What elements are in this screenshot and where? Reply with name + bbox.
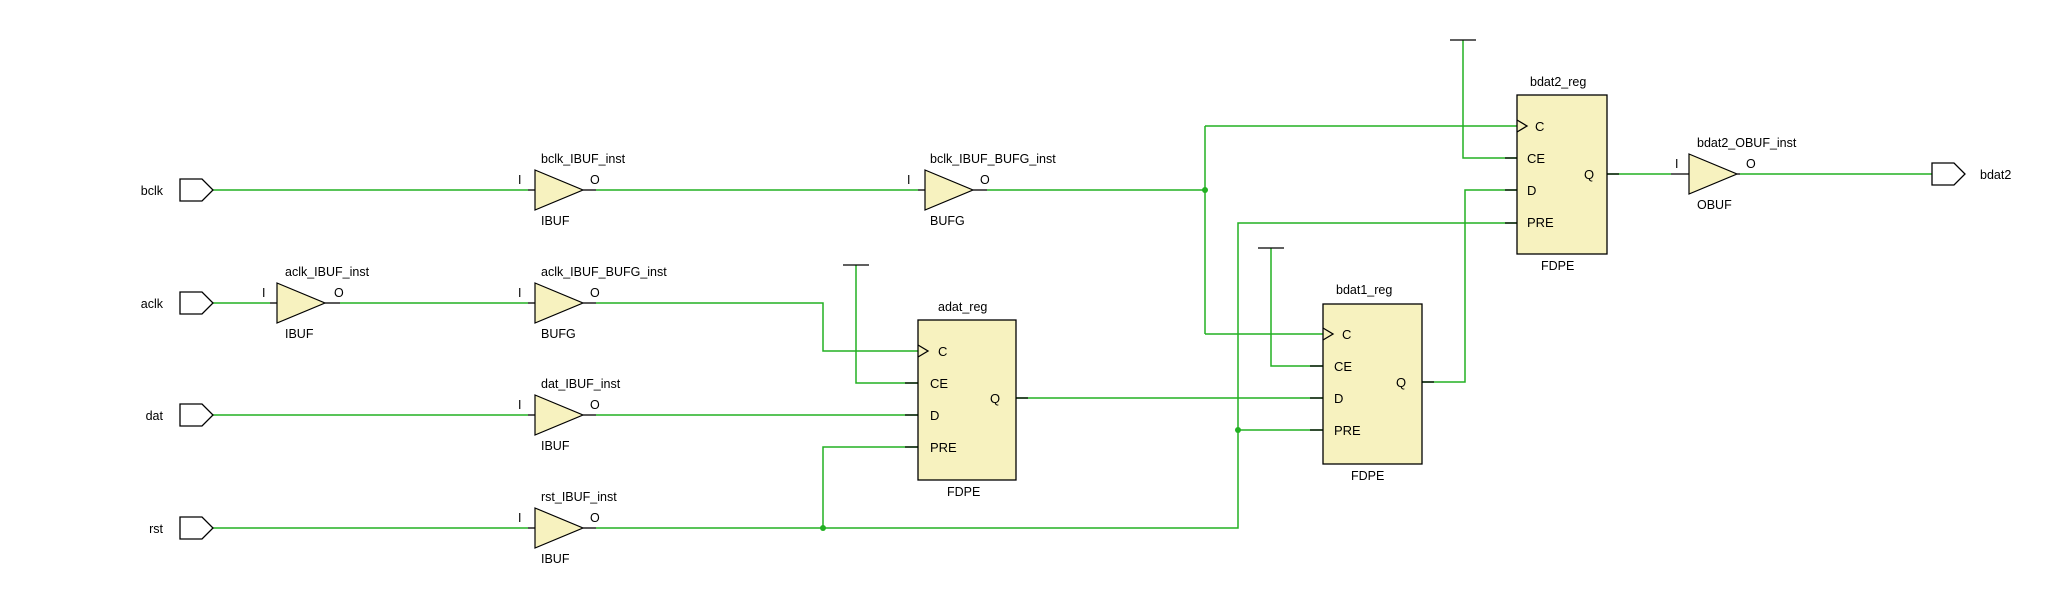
register-pin-d: D xyxy=(930,408,939,423)
register-pin-ce: CE xyxy=(930,376,948,391)
register-instance-label: bdat1_reg xyxy=(1336,283,1392,297)
buffer-instance-label: rst_IBUF_inst xyxy=(541,490,617,504)
buffer-rst-ibuf[interactable]: rst_IBUF_inst I O IBUF xyxy=(518,490,617,566)
register-instance-label: adat_reg xyxy=(938,300,987,314)
register-instance-label: bdat2_reg xyxy=(1530,75,1586,89)
buffer-instance-label: dat_IBUF_inst xyxy=(541,377,621,391)
buffer-instance-label: bdat2_OBUF_inst xyxy=(1697,136,1797,150)
register-body xyxy=(917,319,1017,481)
register-pin-d: D xyxy=(1334,391,1343,406)
buffer-pin-in-label: I xyxy=(1675,157,1678,171)
buffer-bdat2-obuf[interactable]: bdat2_OBUF_inst I O OBUF xyxy=(1671,136,1797,212)
buffer-aclk-ibuf[interactable]: aclk_IBUF_inst I O IBUF xyxy=(262,265,370,341)
buffer-pin-out-label: O xyxy=(590,511,600,525)
port-label-bdat2: bdat2 xyxy=(1980,168,2011,182)
buffer-pin-out-label: O xyxy=(334,286,344,300)
buffer-pin-in-label: I xyxy=(262,286,265,300)
register-pin-pre: PRE xyxy=(1527,215,1554,230)
register-pin-q: Q xyxy=(990,391,1000,406)
register-pin-c: C xyxy=(938,344,947,359)
register-bdat2-reg[interactable]: bdat2_reg C CE D PRE Q FDPE xyxy=(1505,75,1619,273)
clock-pin-icon xyxy=(917,344,930,358)
register-type-label: FDPE xyxy=(1351,469,1384,483)
register-pin-pre: PRE xyxy=(1334,423,1361,438)
port-label-aclk: aclk xyxy=(141,297,164,311)
net-bdat1-q[interactable] xyxy=(1422,189,1517,383)
register-type-label: FDPE xyxy=(947,485,980,499)
buffer-bclk-bufg[interactable]: bclk_IBUF_BUFG_inst I O BUFG xyxy=(907,152,1056,228)
port-label-dat: dat xyxy=(146,409,164,423)
buffer-instance-label: aclk_IBUF_inst xyxy=(285,265,370,279)
buffer-pin-out-label: O xyxy=(590,398,600,412)
register-type-label: FDPE xyxy=(1541,259,1574,273)
net-adat-ce-tie[interactable] xyxy=(855,265,918,384)
buffer-pin-out-label: O xyxy=(980,173,990,187)
register-adat-reg[interactable]: adat_reg C CE D PRE Q FDPE xyxy=(905,300,1028,499)
net-bdat2-ce-tie[interactable] xyxy=(1462,40,1517,159)
input-port-dat[interactable]: dat xyxy=(146,403,214,427)
buffer-pin-in-label: I xyxy=(518,398,521,412)
buffer-pin-out-label: O xyxy=(1746,157,1756,171)
register-pin-q: Q xyxy=(1584,167,1594,182)
buffer-type-label: BUFG xyxy=(541,327,576,341)
buffer-triangle-icon xyxy=(534,282,585,324)
buffer-type-label: IBUF xyxy=(285,327,314,341)
register-pin-ce: CE xyxy=(1334,359,1352,374)
net-bclk-clock[interactable] xyxy=(987,125,1517,335)
register-pin-d: D xyxy=(1527,183,1536,198)
buffer-pin-out-label: O xyxy=(590,173,600,187)
input-port-bclk[interactable]: bclk xyxy=(141,178,214,202)
register-bdat1-reg[interactable]: bdat1_reg C CE D PRE Q FDPE xyxy=(1310,283,1434,483)
buffer-type-label: IBUF xyxy=(541,214,570,228)
input-port-arrow-icon xyxy=(179,291,214,315)
buffer-aclk-bufg[interactable]: aclk_IBUF_BUFG_inst I O BUFG xyxy=(518,265,667,341)
net-bdat1-ce-tie[interactable] xyxy=(1270,248,1323,367)
buffer-type-label: IBUF xyxy=(541,439,570,453)
buffer-pin-in-label: I xyxy=(518,173,521,187)
buffer-dat-ibuf[interactable]: dat_IBUF_inst I O IBUF xyxy=(518,377,621,453)
port-label-rst: rst xyxy=(149,522,163,536)
buffer-triangle-icon xyxy=(924,169,975,211)
input-port-arrow-icon xyxy=(179,178,214,202)
junction-rst-adat xyxy=(820,525,826,531)
input-port-rst[interactable]: rst xyxy=(149,516,214,540)
clock-pin-icon xyxy=(1322,327,1335,341)
buffer-pin-in-label: I xyxy=(518,511,521,525)
buffer-pin-in-label: I xyxy=(518,286,521,300)
output-port-bdat2[interactable]: bdat2 xyxy=(1931,162,2011,186)
register-body xyxy=(1322,303,1423,465)
buffer-instance-label: aclk_IBUF_BUFG_inst xyxy=(541,265,667,279)
register-pin-c: C xyxy=(1535,119,1544,134)
buffer-instance-label: bclk_IBUF_BUFG_inst xyxy=(930,152,1056,166)
net-aclk-clock[interactable] xyxy=(596,302,918,352)
register-pin-c: C xyxy=(1342,327,1351,342)
buffer-instance-label: bclk_IBUF_inst xyxy=(541,152,626,166)
buffer-triangle-icon xyxy=(1688,153,1739,195)
input-port-aclk[interactable]: aclk xyxy=(141,291,214,315)
register-pin-q: Q xyxy=(1396,375,1406,390)
register-body xyxy=(1516,94,1608,255)
junction-rst-bdat1 xyxy=(1235,427,1241,433)
port-label-bclk: bclk xyxy=(141,184,164,198)
buffer-type-label: OBUF xyxy=(1697,198,1732,212)
buffer-type-label: BUFG xyxy=(930,214,965,228)
buffer-pin-out-label: O xyxy=(590,286,600,300)
output-port-arrow-icon xyxy=(1931,162,1966,186)
register-pin-ce: CE xyxy=(1527,151,1545,166)
nets xyxy=(213,40,1932,531)
junction-bclk xyxy=(1202,187,1208,193)
buffer-triangle-icon xyxy=(534,507,585,549)
clock-pin-icon xyxy=(1516,119,1529,133)
input-port-arrow-icon xyxy=(179,516,214,540)
buffer-triangle-icon xyxy=(276,282,327,324)
buffer-type-label: IBUF xyxy=(541,552,570,566)
input-port-arrow-icon xyxy=(179,403,214,427)
buffer-triangle-icon xyxy=(534,394,585,436)
register-pin-pre: PRE xyxy=(930,440,957,455)
buffer-triangle-icon xyxy=(534,169,585,211)
buffer-bclk-ibuf[interactable]: bclk_IBUF_inst I O IBUF xyxy=(518,152,626,228)
buffer-pin-in-label: I xyxy=(907,173,910,187)
net-rst-ibuf-out[interactable] xyxy=(596,222,1517,529)
